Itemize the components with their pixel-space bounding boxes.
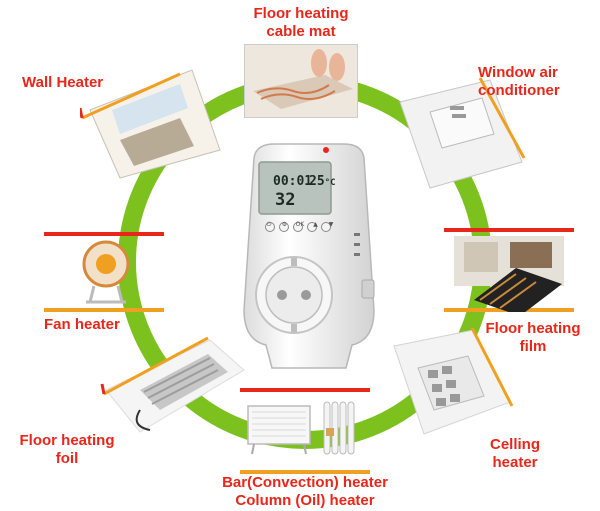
lcd-set-temp: 25°C <box>309 174 336 189</box>
ok-button[interactable]: OK <box>295 221 305 228</box>
label-floor-film-line1: Floor heating <box>485 320 581 337</box>
label-floor-foil-line2: foil <box>55 450 79 467</box>
label-floor-film-line2: film <box>519 338 547 355</box>
label-window-ac-line1: Window air <box>478 64 558 81</box>
label-ceiling-heater-line1: Celling <box>489 436 540 453</box>
label-window-ac: Window air conditioner <box>478 64 588 100</box>
settings-button[interactable]: ⚙ <box>281 221 288 228</box>
label-bar-heater-line2: Column (Oil) heater <box>235 492 375 509</box>
label-ceiling-heater-line2: heater <box>492 454 538 471</box>
label-bar-heater: Bar(Convection) heater Column (Oil) heat… <box>205 474 405 510</box>
floor-foil-card <box>100 336 245 433</box>
window-ac-card <box>399 77 526 189</box>
label-floor-foil-line1: Floor heating <box>19 432 115 449</box>
lcd-set-temp-value: 25 <box>309 174 325 189</box>
label-floor-cable-line1: Floor heating <box>253 5 349 22</box>
label-floor-cable-line2: cable mat <box>266 23 336 40</box>
bar-column-heater-card <box>240 388 370 474</box>
label-floor-cable: Floor heating cable mat <box>226 5 376 41</box>
fan-heater-card <box>44 232 164 312</box>
thermostat-plug <box>243 143 375 369</box>
lcd-time: 00:01 <box>273 174 313 189</box>
label-bar-heater-line1: Bar(Convection) heater <box>222 474 388 491</box>
ceiling-heater-card <box>393 327 514 435</box>
up-button[interactable]: ▲ <box>313 221 318 228</box>
label-wall-heater: Wall Heater <box>22 74 132 92</box>
label-ceiling-heater: Celling heater <box>470 436 560 472</box>
thermostat-buttons: ⏻ ⚙ OK ▲ ▼ <box>264 221 336 233</box>
label-wall-heater-line1: Wall Heater <box>22 74 104 91</box>
floor-cable-mat-image <box>244 44 358 118</box>
label-floor-foil: Floor heating foil <box>12 432 122 468</box>
power-button[interactable]: ⏻ <box>266 221 272 228</box>
label-floor-film: Floor heating film <box>478 320 588 356</box>
label-window-ac-line2: conditioner <box>478 82 560 99</box>
lcd-set-temp-unit: °C <box>324 178 336 188</box>
floor-cable-mat-graphic <box>245 45 357 117</box>
floor-film-card <box>444 228 574 312</box>
wall-heater-card <box>80 69 221 179</box>
lcd-room-temp: 32 <box>275 190 296 210</box>
label-fan-heater: Fan heater <box>44 316 154 334</box>
label-fan-heater-line1: Fan heater <box>44 316 120 333</box>
down-button[interactable]: ▼ <box>328 221 334 228</box>
